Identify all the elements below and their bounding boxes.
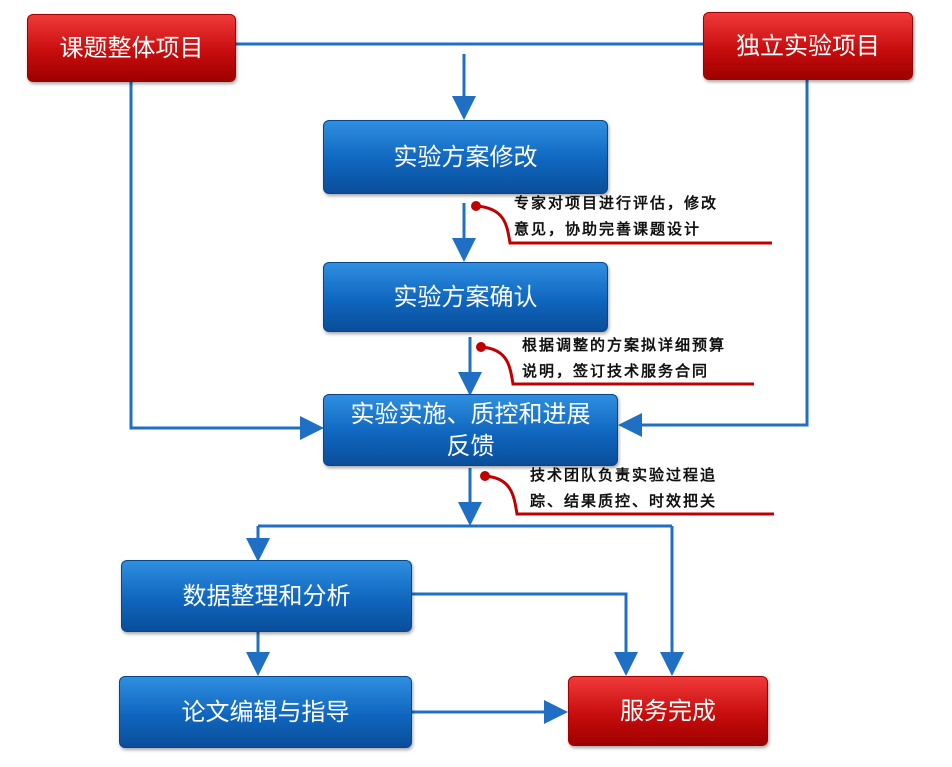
implementation-label-line2: 反馈 <box>446 432 495 460</box>
arrow-independent-to-implementation <box>618 80 809 437</box>
overall-project-label: 课题整体项目 <box>59 34 204 62</box>
note-confirm-line2: 说明，签订技术服务合同 <box>522 362 710 380</box>
callout-leader-confirm <box>480 345 754 386</box>
callout-dot-confirm <box>476 342 486 352</box>
independent-project-box: 独立实验项目 <box>703 12 913 80</box>
service-done-box: 服务完成 <box>568 676 768 746</box>
callout-leader-implementation <box>484 474 774 516</box>
data-analysis-label: 数据整理和分析 <box>182 582 351 610</box>
paper-guidance-box: 论文编辑与指导 <box>119 676 412 748</box>
note-confirm-line1: 根据调整的方案拟详细预算 <box>522 336 727 354</box>
plan-confirm-label: 实验方案确认 <box>393 283 538 311</box>
callout-dot-revision <box>471 201 481 211</box>
data-analysis-box: 数据整理和分析 <box>121 560 412 632</box>
plan-revision-box: 实验方案修改 <box>323 120 608 194</box>
plan-revision-label: 实验方案修改 <box>393 143 538 171</box>
callout-dot-implementation <box>480 471 490 481</box>
note-implementation-line2: 踪、结果质控、时效把关 <box>530 492 718 510</box>
note-revision-line1: 专家对项目进行评估，修改 <box>514 194 719 212</box>
plan-confirm-box: 实验方案确认 <box>323 262 608 332</box>
paper-guidance-label: 论文编辑与指导 <box>181 698 350 726</box>
overall-project-box: 课题整体项目 <box>27 14 236 82</box>
note-confirm: 根据调整的方案拟详细预算 说明，签订技术服务合同 <box>522 332 726 384</box>
service-done-label: 服务完成 <box>620 697 716 725</box>
arrow-overall-to-implementation <box>129 82 324 440</box>
note-implementation: 技术团队负责实验过程追 踪、结果质控、时效把关 <box>530 462 717 514</box>
note-revision: 专家对项目进行评估，修改 意见，协助完善课题设计 <box>514 190 718 242</box>
note-revision-line2: 意见，协助完善课题设计 <box>514 220 702 238</box>
independent-project-label: 独立实验项目 <box>736 32 880 60</box>
implementation-label-line1: 实验实施、质控和进展 <box>350 400 591 428</box>
implementation-box: 实验实施、质控和进展 反馈 <box>323 394 618 466</box>
arrow-analysis-to-service-done <box>412 592 638 676</box>
note-implementation-line1: 技术团队负责实验过程追 <box>530 466 718 484</box>
callout-leader-revision <box>475 204 772 245</box>
